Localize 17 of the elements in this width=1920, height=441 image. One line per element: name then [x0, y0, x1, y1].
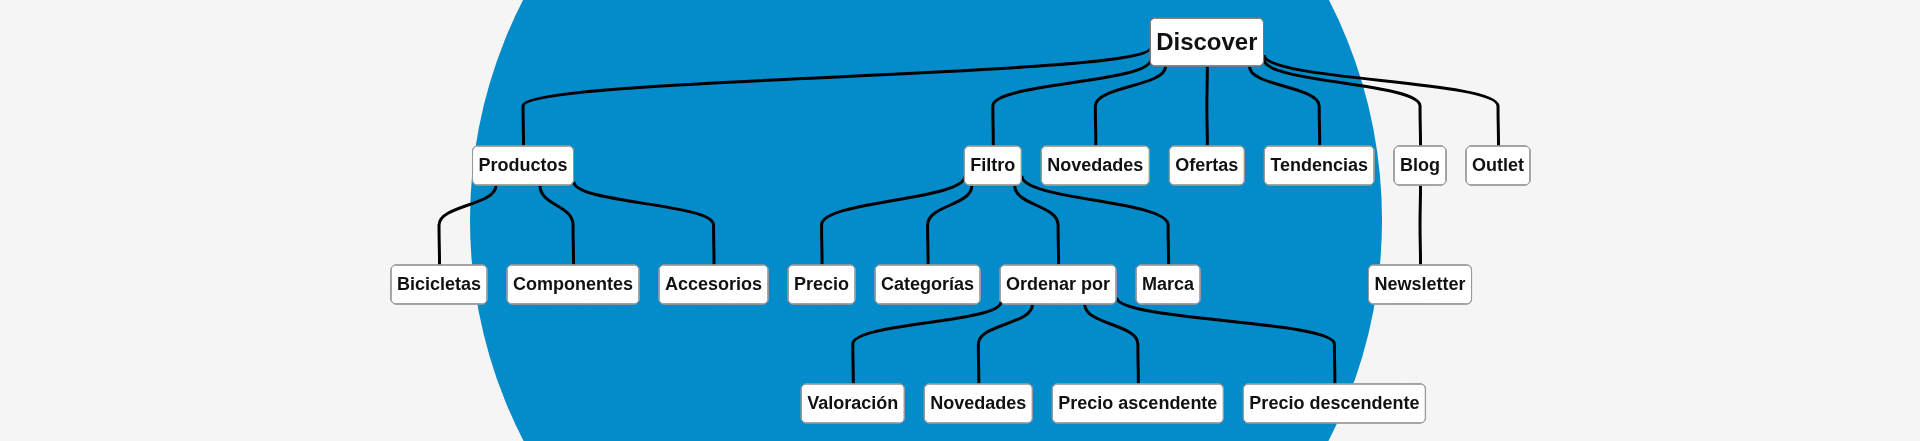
connector: [1082, 304, 1140, 385]
connector: [850, 300, 1002, 385]
connector: [537, 185, 575, 266]
connector: [572, 181, 716, 266]
connector: [1204, 66, 1209, 147]
connector: [976, 304, 1034, 385]
connector: [1114, 296, 1336, 385]
connector: [1262, 58, 1422, 147]
connector: [1262, 54, 1500, 147]
connector: [1247, 66, 1321, 147]
connector: [1418, 185, 1422, 266]
connector: [925, 185, 973, 266]
connector: [1020, 175, 1170, 266]
connector: [1093, 66, 1167, 147]
connector: [521, 46, 1151, 147]
connector: [1012, 185, 1060, 266]
connector: [437, 185, 497, 266]
